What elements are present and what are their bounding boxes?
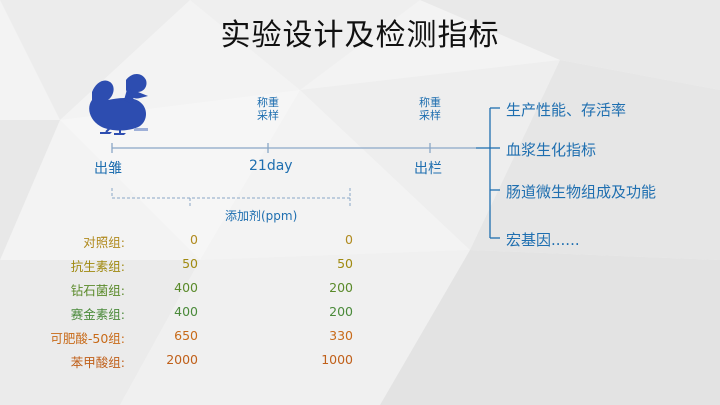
outcome-bracket <box>476 107 500 239</box>
timeline-start-label: 出雏 <box>94 161 122 177</box>
additive-brace <box>111 188 351 208</box>
group-name: 对照组: <box>83 235 125 250</box>
sample-label-mid: 称重 采样 <box>252 96 284 122</box>
group-dose-phase1: 400 <box>174 280 198 295</box>
group-name: 赛金素组: <box>70 307 125 322</box>
group-dose-phase1: 50 <box>182 256 198 271</box>
page-title: 实验设计及检测指标 <box>220 18 500 53</box>
group-dose-phase1: 650 <box>174 328 198 343</box>
group-name: 钻石菌组: <box>70 283 125 298</box>
group-name: 抗生素组: <box>70 259 125 274</box>
sample-label-mid-line2: 采样 <box>257 109 279 122</box>
outcome-plasma: 血浆生化指标 <box>506 141 597 159</box>
group-name: 可肥酸-50组: <box>50 331 125 346</box>
sample-label-end: 称重 采样 <box>414 96 446 122</box>
group-dose-phase1: 2000 <box>166 352 198 367</box>
group-dose-phase1: 0 <box>190 232 198 247</box>
group-dose-phase2: 200 <box>329 304 353 319</box>
outcome-metagenome: 宏基因...... <box>506 231 580 249</box>
additive-label: 添加剂(ppm) <box>225 209 298 223</box>
outcome-performance: 生产性能、存活率 <box>506 101 627 119</box>
group-dose-phase1: 400 <box>174 304 198 319</box>
duck-icon <box>89 74 148 135</box>
sample-label-end-line2: 采样 <box>419 109 441 122</box>
timeline-mid-label: 21day <box>249 158 293 174</box>
group-dose-phase2: 330 <box>329 328 353 343</box>
sample-label-mid-line1: 称重 <box>257 96 279 109</box>
group-dose-phase2: 50 <box>337 256 353 271</box>
timeline-end-label: 出栏 <box>414 161 442 177</box>
outcome-microbiome: 肠道微生物组成及功能 <box>506 183 657 201</box>
group-name: 苯甲酸组: <box>70 355 125 370</box>
group-dose-phase2: 0 <box>345 232 353 247</box>
group-dose-phase2: 200 <box>329 280 353 295</box>
sample-label-end-line1: 称重 <box>419 96 441 109</box>
group-dose-phase2: 1000 <box>321 352 353 367</box>
